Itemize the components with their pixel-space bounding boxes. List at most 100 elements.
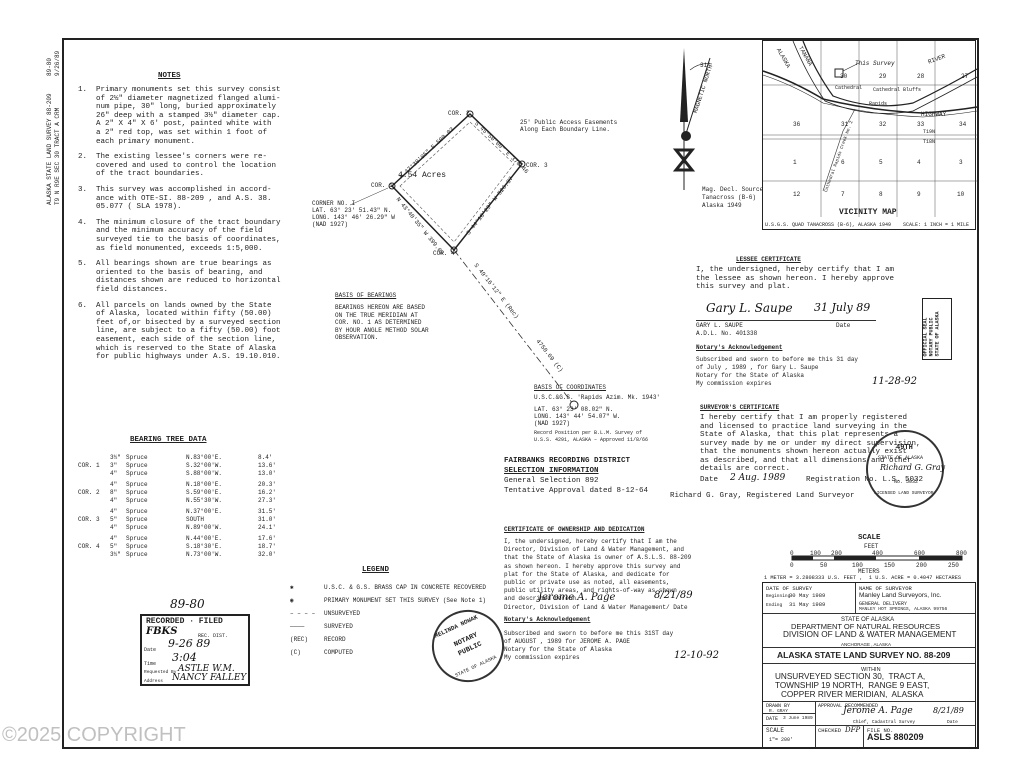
tb-approval-label: APPROVAL RECOMMENDED	[818, 703, 879, 709]
brass-cap	[569, 400, 579, 410]
scale-feet-100: 100	[810, 550, 821, 557]
bearing-tree-cell: 27.3'	[258, 497, 277, 504]
scale-meter-150: 150	[884, 562, 895, 569]
filed-requested-label: Requested By	[144, 670, 177, 675]
legend-symbol: (C)	[290, 649, 301, 656]
legend-text: RECORD	[324, 636, 346, 643]
legend-symbol: (REC)	[290, 636, 309, 643]
note-line: as field monumented, exceeds 1:5,000.	[96, 244, 263, 253]
note-line: oriented to the basis of bearing, and	[96, 268, 263, 277]
surveyor-date: 2 Aug. 1989	[730, 473, 786, 483]
note-line: The minimum closure of the tract boundar…	[96, 218, 281, 227]
vicinity-title: VICINITY MAP	[839, 208, 897, 217]
easement-line	[399, 121, 515, 243]
ownership-notary-expires: 12-10-92	[674, 650, 719, 661]
scale-bar: SCALE FEET 0 100 200 400 600 800 0 50 10…	[762, 532, 976, 582]
ownership-title: CERTIFICATE OF OWNERSHIP AND DEDICATION	[504, 526, 645, 533]
monument-cor2	[466, 110, 474, 118]
label-cor4: COR. 4	[433, 250, 455, 257]
tb-ending-label: Ending	[766, 603, 783, 608]
bearing-tree-cell: 4"	[110, 535, 118, 542]
vicinity-label-cathedral: Cathedral	[835, 85, 863, 91]
monument-cor3	[518, 160, 526, 168]
bearing-tree-cell: N.44°00'E.	[186, 535, 223, 542]
filed-time-label: Time	[144, 661, 157, 667]
vicinity-label-highway: HIGHWAY	[921, 111, 947, 118]
note-number: 1.	[78, 86, 88, 94]
surveyor-name: Richard G. Gray, Registered Land Surveyo…	[670, 492, 855, 500]
legend-symbol: ✱	[290, 584, 294, 591]
note-line: a 2" red top, was set within 1 foot of	[96, 129, 268, 137]
bearing-tree-cell: N.73°00'W.	[186, 551, 223, 558]
bearing-tree-cell: 31.5'	[258, 508, 277, 515]
scale-title: SCALE	[858, 534, 881, 542]
vicinity-sec-5: 5	[879, 159, 883, 166]
bearing-tree-cell: 32.0'	[258, 551, 277, 558]
vicinity-sec-8: 8	[879, 191, 883, 198]
lessee-title: LESSEE CERTIFICATE	[736, 256, 801, 263]
note-line: The existing lessee's corners were re-	[96, 153, 268, 162]
note-line: All parcels on lands owned by the State	[96, 301, 272, 310]
scale-feet-label: FEET	[864, 543, 879, 550]
tb-scale: 1"= 200'	[769, 737, 794, 743]
label-cor1: COR. 1	[371, 182, 393, 189]
tb-within: WITHIN	[861, 667, 881, 673]
tb-location-2: TOWNSHIP 19 NORTH, RANGE 9 EAST,	[775, 681, 930, 690]
vicinity-sec-29: 29	[879, 73, 887, 80]
scale-feet-200: 200	[831, 550, 842, 557]
note-line: distances shown are reduced to horizonta…	[96, 277, 281, 286]
bearing-tree-cell: 17.6'	[258, 535, 277, 542]
legend-title: LEGEND	[362, 566, 390, 574]
note-line: and the minimum accuracy of the field	[96, 227, 263, 236]
filed-requested: ASTLE W.M.	[178, 664, 235, 674]
bearing-tree-cell: Spruce	[126, 454, 148, 461]
tb-surveyor: Manley Land Surveyors, Inc.	[859, 592, 942, 599]
basis-coords-station: U.S.C.&G.S. 'Rapids Azim. Mk. 1943'	[534, 394, 661, 401]
vicinity-this-survey: This Survey	[855, 60, 895, 67]
surveyor-date-label: Date	[700, 476, 719, 484]
note-line: surveyed tie to the basis of coordinates…	[96, 236, 281, 244]
note-number: 2.	[78, 153, 88, 162]
bearing-tree-cell: 16.2'	[258, 489, 277, 496]
lessee-notary-title: Notary's Acknowledgement	[696, 344, 783, 351]
tract-boundary	[390, 112, 524, 252]
ownership-text: I, the undersigned, hereby certify that …	[504, 538, 692, 603]
bearing-tree-cell: 8.4'	[258, 454, 273, 461]
vicinity-label-rapids: Rapids	[869, 101, 888, 107]
lessee-text: I, the undersigned, hereby certify that …	[696, 266, 895, 291]
filed-date-label: Date	[144, 647, 157, 653]
fairbanks-recording: FAIRBANKS RECORDING DISTRICT SELECTION I…	[504, 457, 664, 497]
notes-section: NOTES 1.Primary monuments set this surve…	[78, 72, 293, 361]
legend-text: COMPUTED	[324, 649, 353, 656]
bearing-tree-cell: 4"	[110, 497, 118, 504]
basis-coords-record: Record Position per B.L.M. Survey of U.S…	[534, 430, 649, 443]
filed-district: FBKS	[146, 626, 178, 637]
legend-text: PRIMARY MONUMENT SET THIS SURVEY (See No…	[324, 597, 487, 604]
filed-rec-dist: REC. DIST.	[198, 633, 229, 639]
tb-ending: 31 May 1989	[789, 601, 826, 608]
tb-scale-label: SCALE	[766, 727, 785, 734]
tb-location-1: UNSURVEYED SECTION 30, TRACT A,	[775, 672, 926, 681]
legend-symbol: ————	[290, 623, 305, 630]
bearing-tree-cell: Spruce	[126, 508, 148, 515]
tb-delivery: GENERAL DELIVERY	[859, 601, 908, 607]
vicinity-label-bluffs: Cathedral Bluffs	[873, 87, 922, 93]
vicinity-sec-36: 36	[793, 121, 801, 128]
ownership-notary-title: Notary's Acknowledgement	[504, 616, 591, 623]
note-number: 6.	[78, 301, 88, 310]
scale-feet-600: 600	[914, 550, 925, 557]
plat-frame	[62, 38, 979, 749]
filed-time: 3:04	[172, 651, 197, 664]
vicinity-sec-6: 6	[841, 159, 845, 166]
filed-address: NANCY FALLEY	[172, 673, 247, 683]
basis-of-coordinates: BASIS OF COORDINATES U.S.C.&G.S. 'Rapids…	[534, 384, 684, 444]
scale-graphic	[791, 555, 963, 561]
filed-stamp-title: RECORDED · FILED	[146, 617, 223, 626]
note-line: of Alaska, located within fifty (50.00)	[96, 310, 272, 319]
bearing-tree-cell: Spruce	[126, 497, 148, 504]
note-line: Primary monuments set this survey consis…	[96, 86, 281, 94]
tb-date: 3 June 1989	[783, 716, 813, 721]
bearing-tree-cell: S.18°30'E.	[186, 543, 223, 550]
vicinity-sec-3: 3	[959, 159, 963, 166]
ownership-director: Director, Division of Land & Water Manag…	[504, 604, 688, 611]
